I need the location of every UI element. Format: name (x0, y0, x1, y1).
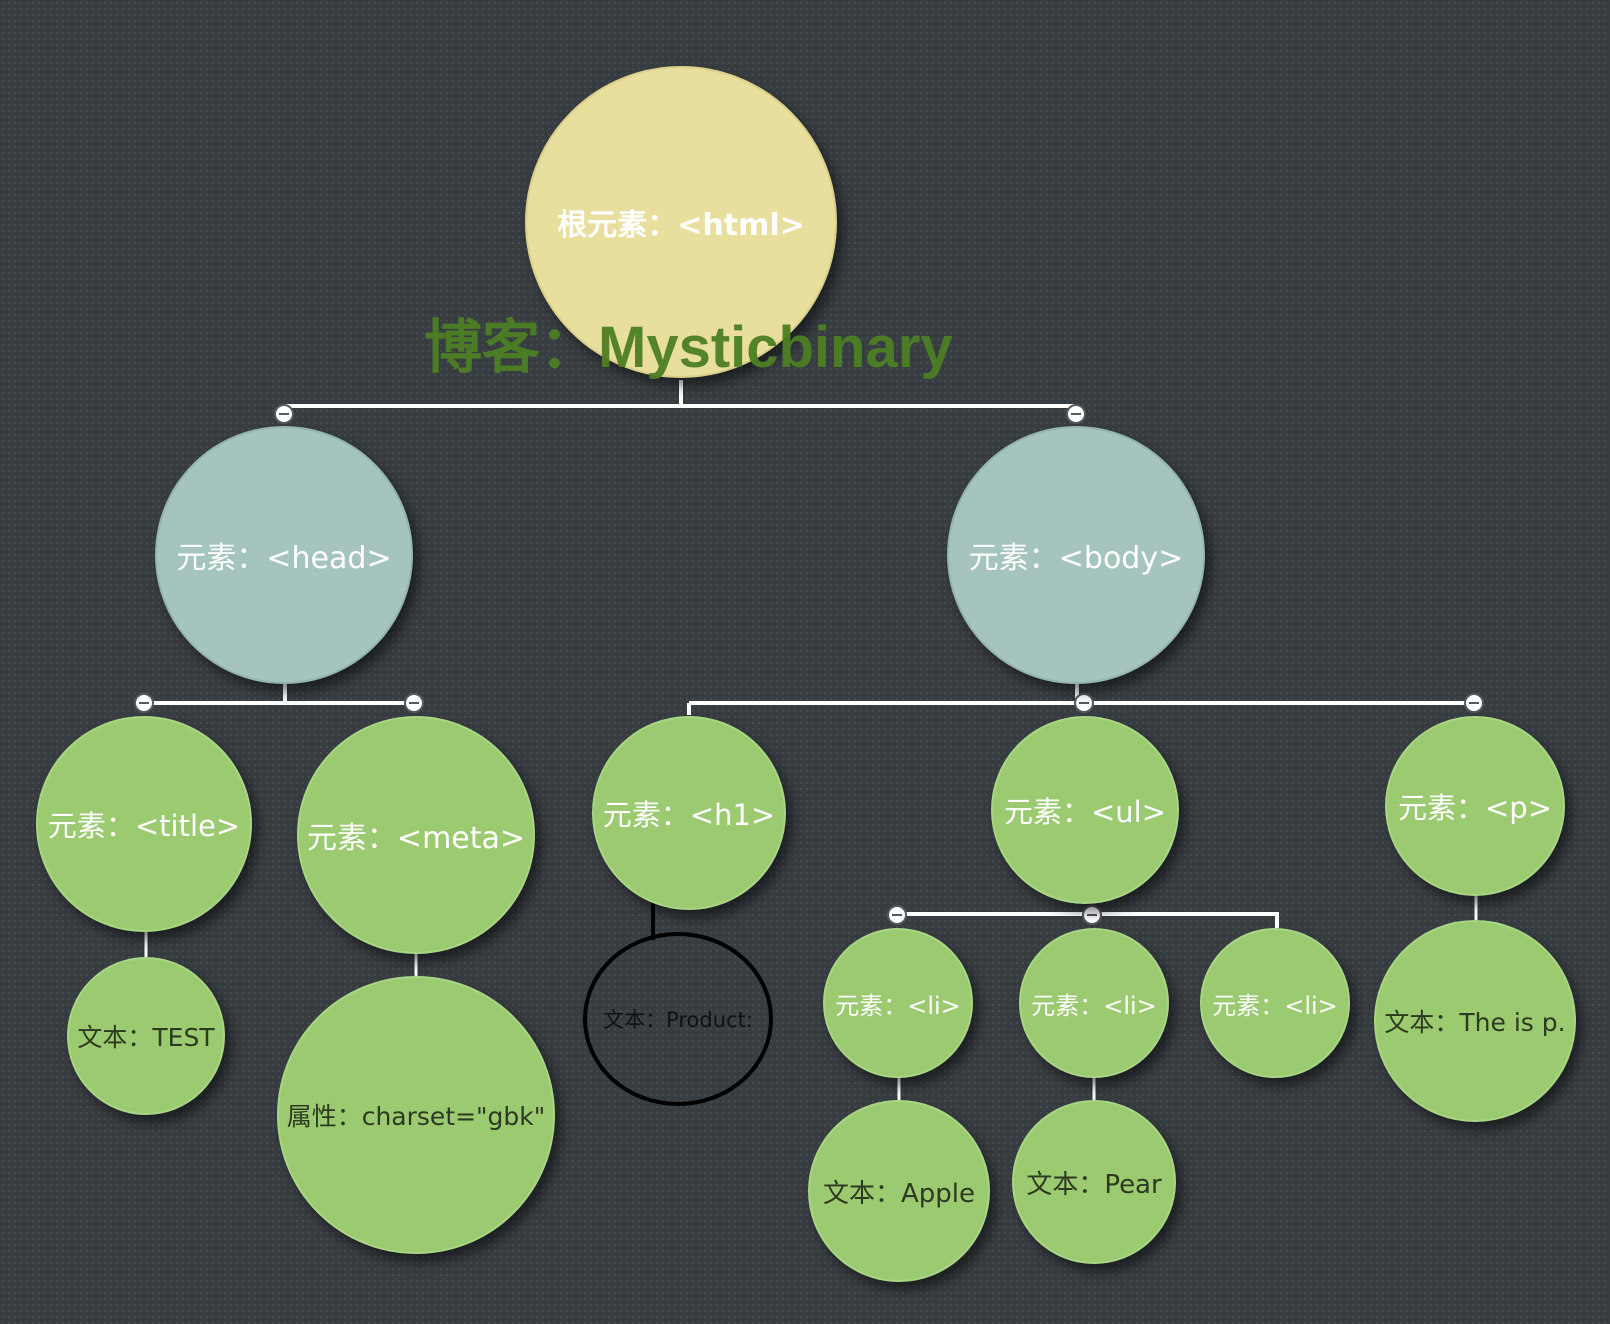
node-p-text-label: 文本：The is p. (1384, 1008, 1566, 1037)
node-h1-text-label: 文本：Product: (603, 1008, 753, 1032)
node-li-1[interactable]: 元素：<li> (823, 928, 973, 1078)
node-title-text[interactable]: 文本：TEST (67, 957, 225, 1115)
collapse-ul-icon[interactable] (1074, 693, 1094, 713)
node-li-1-text-label: 文本：Apple (822, 1178, 975, 1209)
connector-head-children (144, 684, 414, 705)
connector-ul-children (897, 912, 1279, 928)
node-li-1-text[interactable]: 文本：Apple (808, 1100, 990, 1282)
node-li-2-label: 元素：<li> (1031, 991, 1157, 1020)
node-body-label: 元素：<body> (968, 541, 1184, 576)
blog-watermark: 博客：Mysticbinary (424, 315, 953, 380)
node-meta-attribute-label: 属性：charset="gbk" (286, 1102, 546, 1131)
node-head[interactable]: 元素：<head> (155, 426, 413, 684)
node-h1-label: 元素：<h1> (602, 798, 776, 832)
collapse-p-icon[interactable] (1464, 693, 1484, 713)
node-p-label: 元素：<p> (1397, 791, 1552, 825)
node-h1-text[interactable]: 文本：Product: (583, 932, 773, 1106)
node-ul[interactable]: 元素：<ul> (991, 716, 1179, 904)
node-meta-attribute[interactable]: 属性：charset="gbk" (277, 976, 555, 1254)
node-li-1-label: 元素：<li> (835, 991, 961, 1020)
node-root-label: 根元素：<html> (557, 208, 805, 243)
node-p[interactable]: 元素：<p> (1385, 716, 1565, 896)
node-h1[interactable]: 元素：<h1> (592, 716, 786, 910)
node-li-2[interactable]: 元素：<li> (1019, 928, 1169, 1078)
node-title-text-label: 文本：TEST (77, 1023, 215, 1052)
collapse-li1-icon[interactable] (887, 905, 907, 925)
node-ul-label: 元素：<ul> (1003, 795, 1167, 829)
node-li-3-label: 元素：<li> (1212, 991, 1338, 1020)
collapse-body-icon[interactable] (1066, 404, 1086, 424)
collapse-title-icon[interactable] (134, 693, 154, 713)
node-title-label: 元素：<title> (47, 809, 241, 843)
node-li-2-text-label: 文本：Pear (1026, 1169, 1162, 1200)
node-title[interactable]: 元素：<title> (36, 716, 252, 932)
node-head-label: 元素：<head> (176, 541, 392, 576)
collapse-li2-icon[interactable] (1082, 905, 1102, 925)
node-p-text[interactable]: 文本：The is p. (1374, 920, 1576, 1122)
node-meta[interactable]: 元素：<meta> (297, 716, 535, 954)
node-root-html[interactable]: 根元素：<html> (525, 66, 837, 378)
node-li-2-text[interactable]: 文本：Pear (1012, 1100, 1176, 1264)
node-body[interactable]: 元素：<body> (947, 426, 1205, 684)
connector-root-children (284, 380, 1076, 408)
collapse-head-icon[interactable] (274, 404, 294, 424)
node-meta-label: 元素：<meta> (306, 821, 526, 856)
node-li-3[interactable]: 元素：<li> (1200, 928, 1350, 1078)
collapse-meta-icon[interactable] (404, 693, 424, 713)
